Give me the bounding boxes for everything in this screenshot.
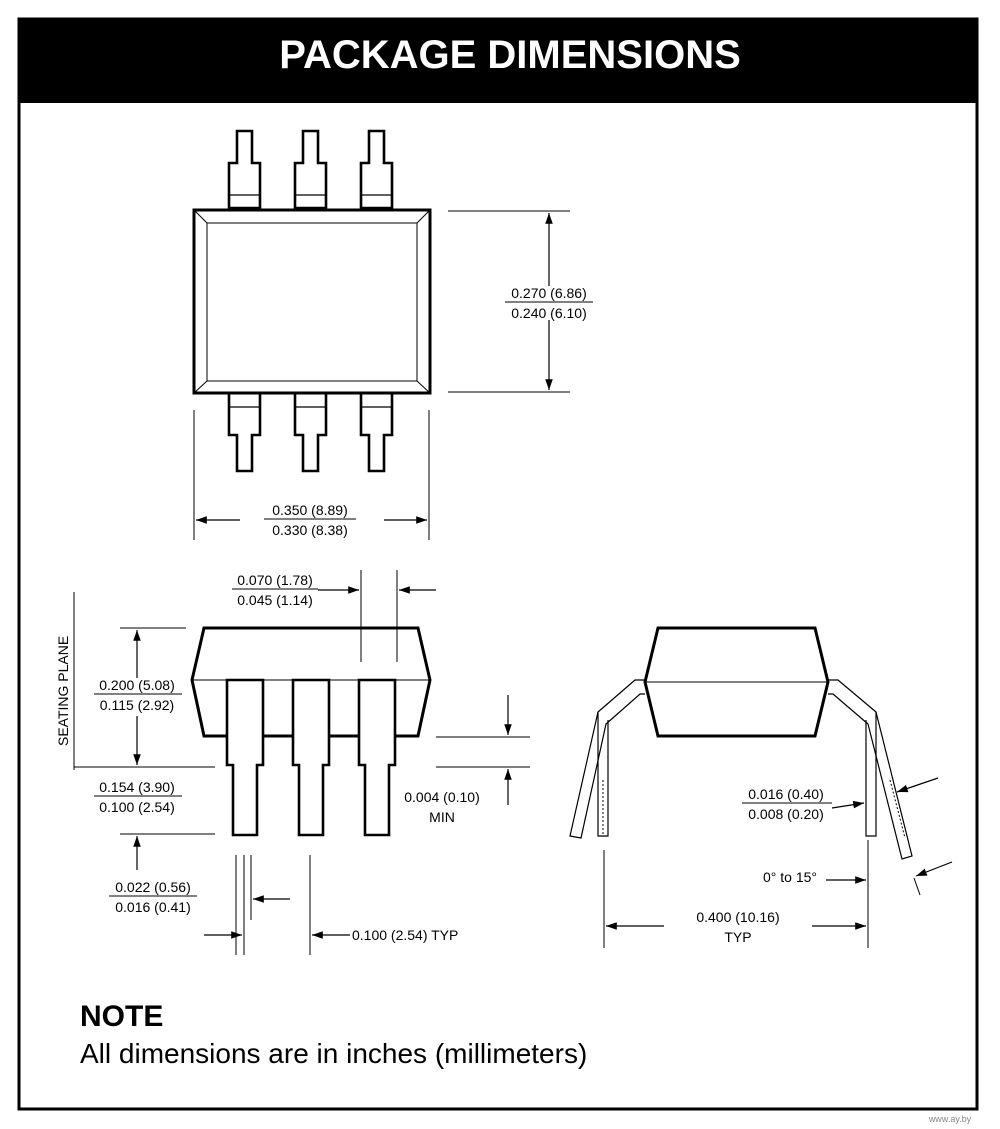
pitch-label: 0.100 (2.54) TYP	[352, 927, 458, 943]
title-bar	[19, 19, 977, 103]
right-lead	[828, 679, 913, 860]
watermark: www.ay.by	[928, 1114, 972, 1124]
body-height-min: 0.115 (2.92)	[100, 697, 174, 713]
lead-length-max: 0.154 (3.90)	[99, 779, 175, 795]
angle-label: 0° to 15°	[763, 869, 817, 885]
lead-width-min: 0.016 (0.41)	[115, 899, 191, 915]
end-view: 0.016 (0.40) 0.008 (0.20) 0° to 15° 0.40…	[569, 626, 953, 948]
top-width-max: 0.350 (8.89)	[272, 502, 348, 518]
standoff-value: 0.004 (0.10)	[404, 789, 480, 805]
top-height-min: 0.240 (6.10)	[511, 305, 587, 321]
top-pins	[227, 129, 394, 210]
lead-thickness-max: 0.016 (0.40)	[748, 786, 824, 802]
pin-width-max: 0.070 (1.78)	[237, 572, 313, 588]
side-leads	[225, 678, 397, 837]
row-spacing-value: 0.400 (10.16)	[696, 909, 779, 925]
row-spacing-note: TYP	[724, 929, 751, 945]
top-height-max: 0.270 (6.86)	[511, 285, 587, 301]
standoff-note: MIN	[429, 809, 455, 825]
package-body-top	[192, 208, 432, 395]
body-height-max: 0.200 (5.08)	[99, 677, 175, 693]
side-view: SEATING PLANE 0.070 (1.78) 0.045 (1.14) …	[55, 570, 530, 955]
lead-length-min: 0.100 (2.54)	[99, 799, 175, 815]
page-title: PACKAGE DIMENSIONS	[279, 33, 741, 77]
lead-width-max: 0.022 (0.56)	[115, 879, 191, 895]
top-view: 0.270 (6.86) 0.240 (6.10) 0.350 (8.89) 0…	[192, 129, 593, 540]
top-width-min: 0.330 (8.38)	[272, 522, 348, 538]
bottom-pins	[227, 391, 394, 473]
note-text: All dimensions are in inches (millimeter…	[80, 1038, 587, 1069]
seating-plane-label: SEATING PLANE	[55, 636, 71, 746]
drawing-frame	[17, 17, 979, 1111]
lead-thickness-min: 0.008 (0.20)	[748, 806, 824, 822]
note-section: NOTE All dimensions are in inches (milli…	[80, 1000, 587, 1069]
note-title: NOTE	[80, 1000, 163, 1033]
pin-width-min: 0.045 (1.14)	[237, 592, 313, 608]
left-lead	[569, 679, 645, 839]
